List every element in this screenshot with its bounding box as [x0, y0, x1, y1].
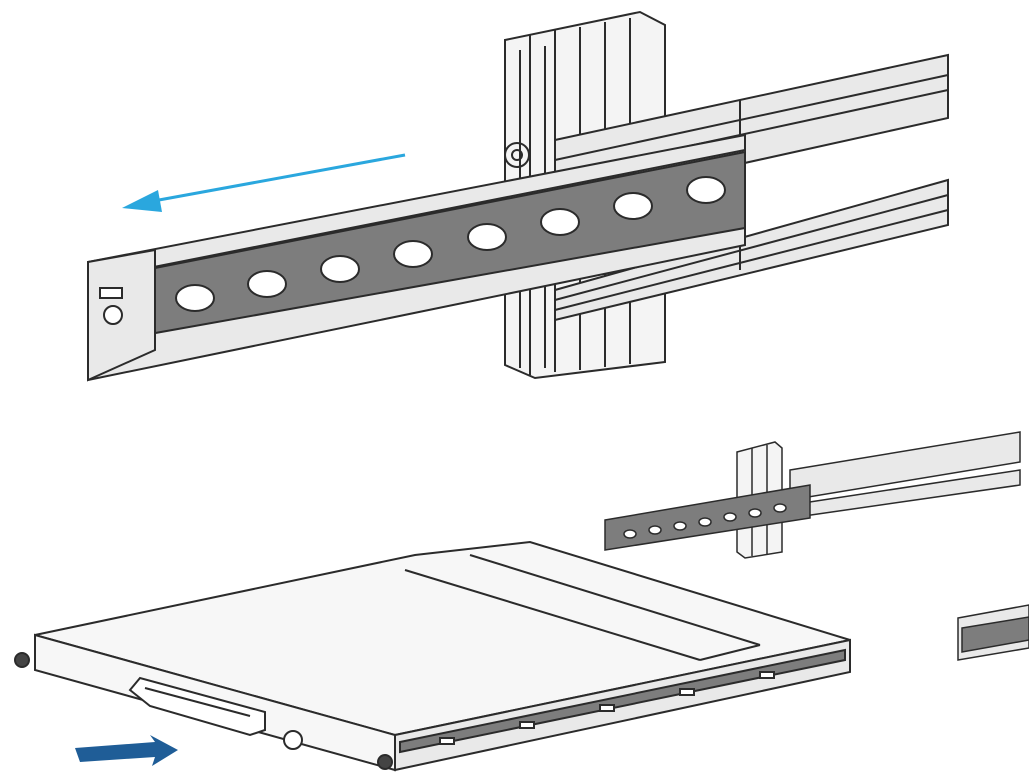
inner-rail — [87, 133, 746, 382]
front-knob — [283, 730, 303, 750]
server-chassis — [14, 540, 851, 772]
lower-rail-assembly — [604, 431, 1021, 559]
post-bolt — [504, 142, 530, 168]
rail-holes — [175, 176, 726, 312]
thumbscrew-left — [14, 652, 30, 668]
rear-rail-stub — [957, 604, 1029, 661]
thumbscrew-right — [377, 754, 393, 770]
pull-arrow — [122, 153, 406, 212]
push-arrow — [75, 735, 178, 766]
